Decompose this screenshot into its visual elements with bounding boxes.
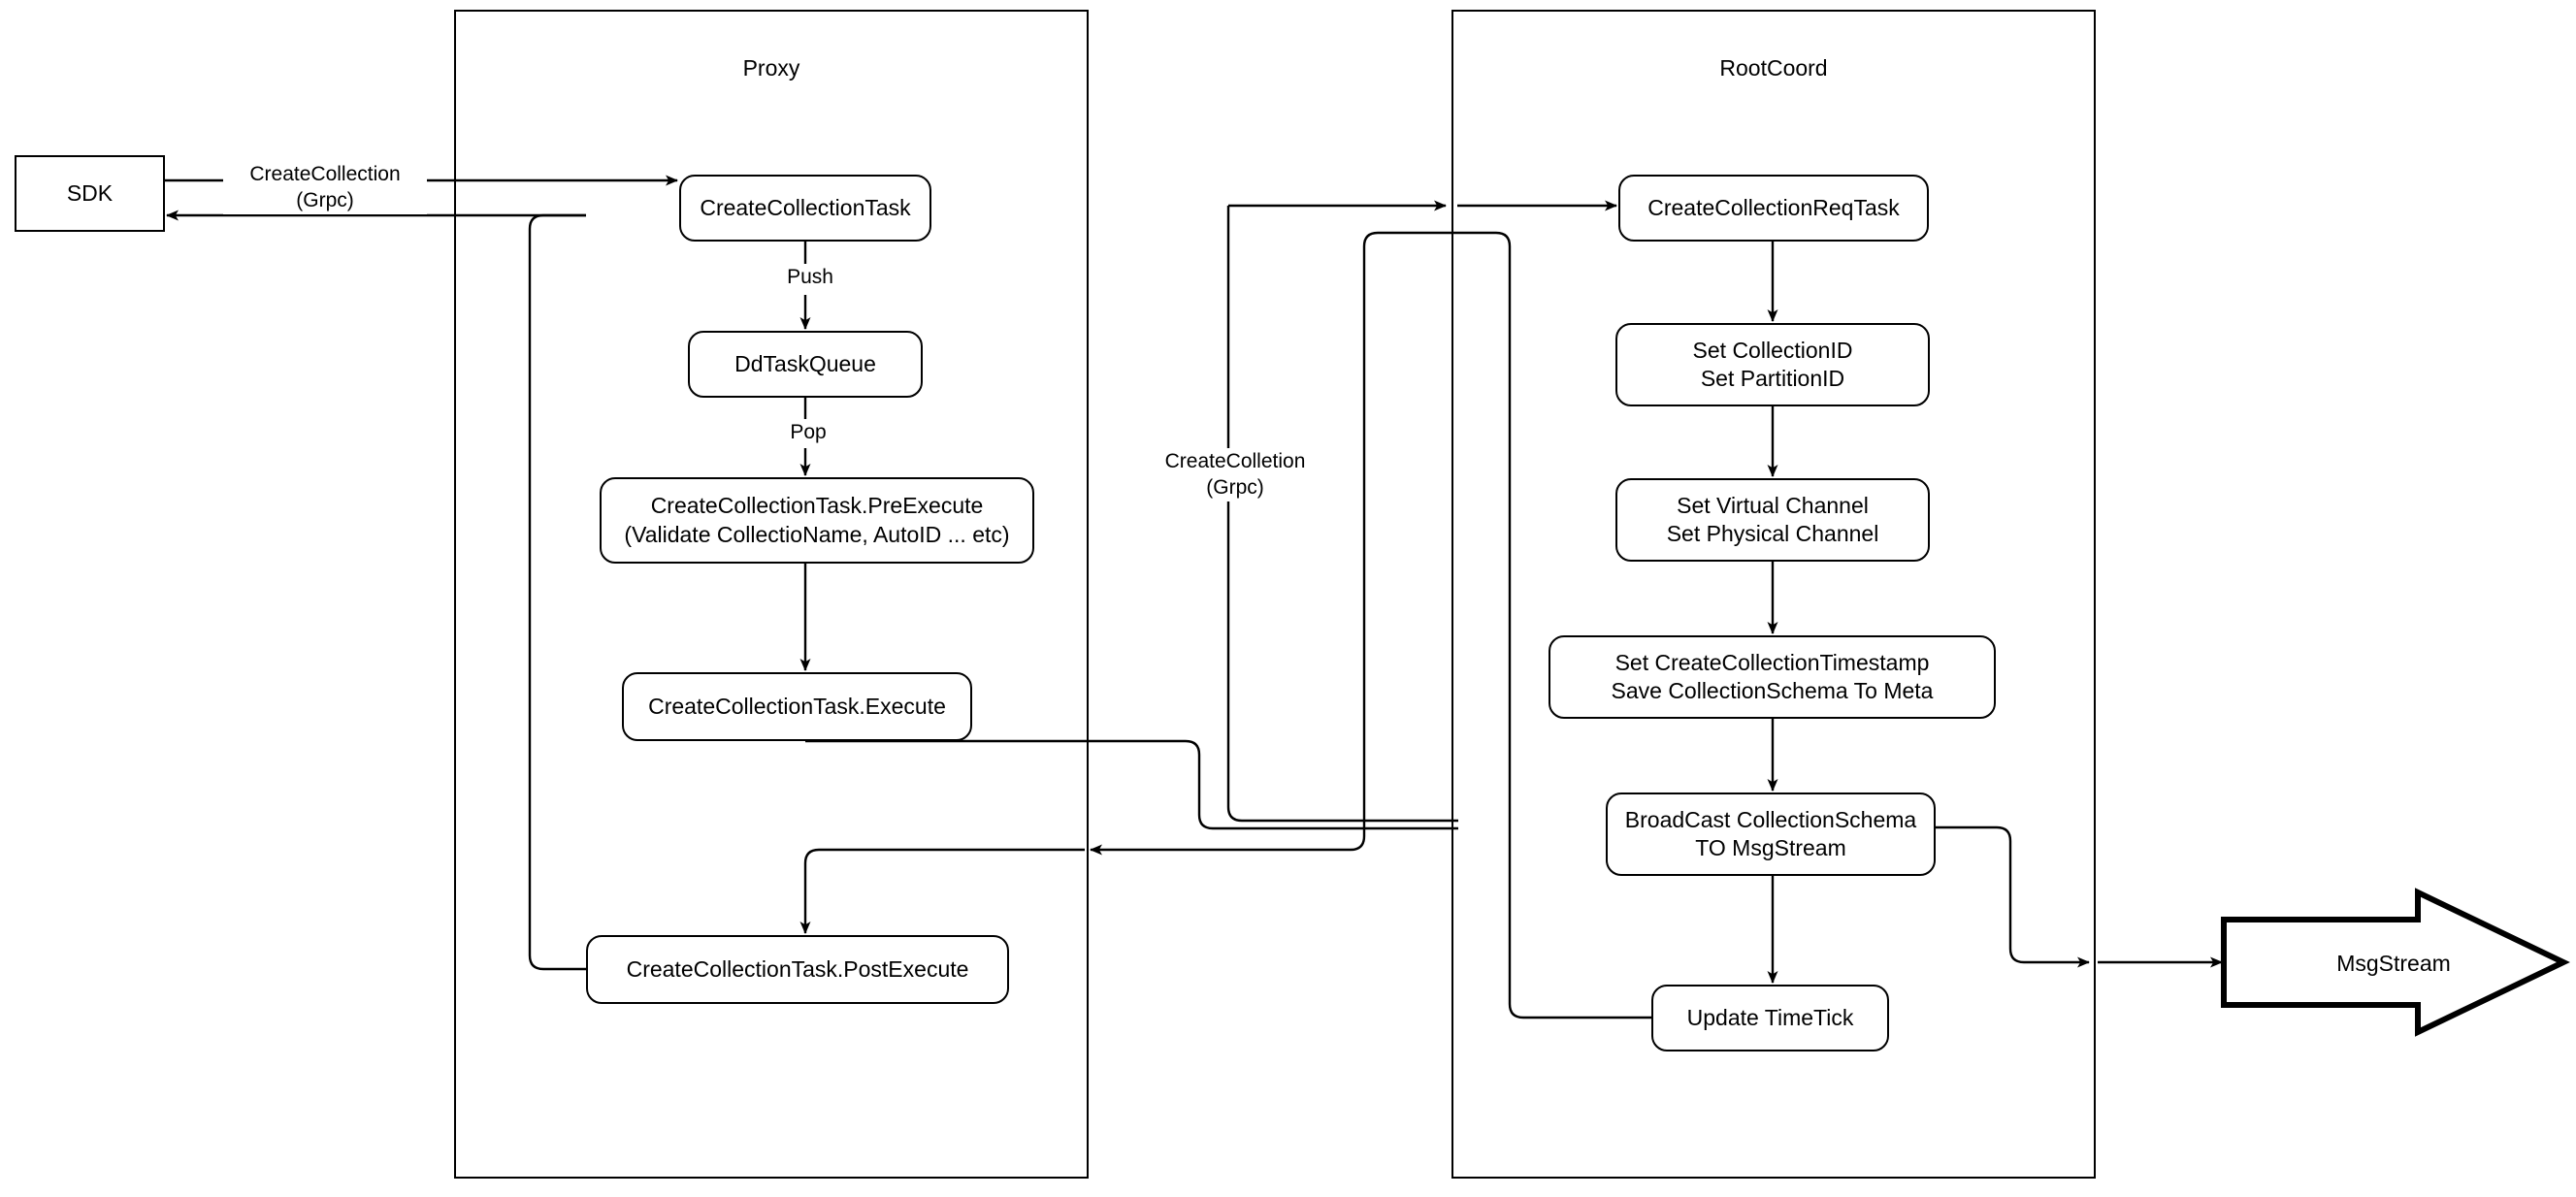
msgstream-label: MsgStream <box>2336 951 2451 976</box>
container-proxy <box>454 10 1089 1179</box>
node-set-ids[interactable]: Set CollectionID Set PartitionID <box>1615 323 1930 406</box>
node-sdk[interactable]: SDK <box>15 155 165 232</box>
edge-execute-riser <box>1226 206 1458 823</box>
node-execute[interactable]: CreateCollectionTask.Execute <box>622 672 972 741</box>
node-create-collection-task[interactable]: CreateCollectionTask <box>679 175 931 242</box>
node-pre-execute[interactable]: CreateCollectionTask.PreExecute (Validat… <box>600 477 1034 564</box>
edge-return-to-proxy <box>1096 231 1457 852</box>
node-set-timestamp[interactable]: Set CreateCollectionTimestamp Save Colle… <box>1549 635 1996 719</box>
node-post-execute[interactable]: CreateCollectionTask.PostExecute <box>586 935 1009 1004</box>
node-dd-task-queue[interactable]: DdTaskQueue <box>688 331 923 398</box>
node-broadcast[interactable]: BroadCast CollectionSchema TO MsgStream <box>1606 793 1936 876</box>
container-proxy-title: Proxy <box>742 55 800 81</box>
node-set-channels[interactable]: Set Virtual Channel Set Physical Channel <box>1615 478 1930 562</box>
container-rootcoord-title: RootCoord <box>1719 55 1828 81</box>
edge-label-create-colletion-grpc: CreateColletion (Grpc) <box>1133 448 1337 501</box>
edge-label-push: Push <box>766 264 854 291</box>
edge-label-create-collection-grpc: CreateCollection (Grpc) <box>223 161 427 214</box>
edge-label-pop: Pop <box>769 419 847 446</box>
node-update-timetick[interactable]: Update TimeTick <box>1651 985 1889 1051</box>
node-create-collection-req-task[interactable]: CreateCollectionReqTask <box>1618 175 1929 242</box>
